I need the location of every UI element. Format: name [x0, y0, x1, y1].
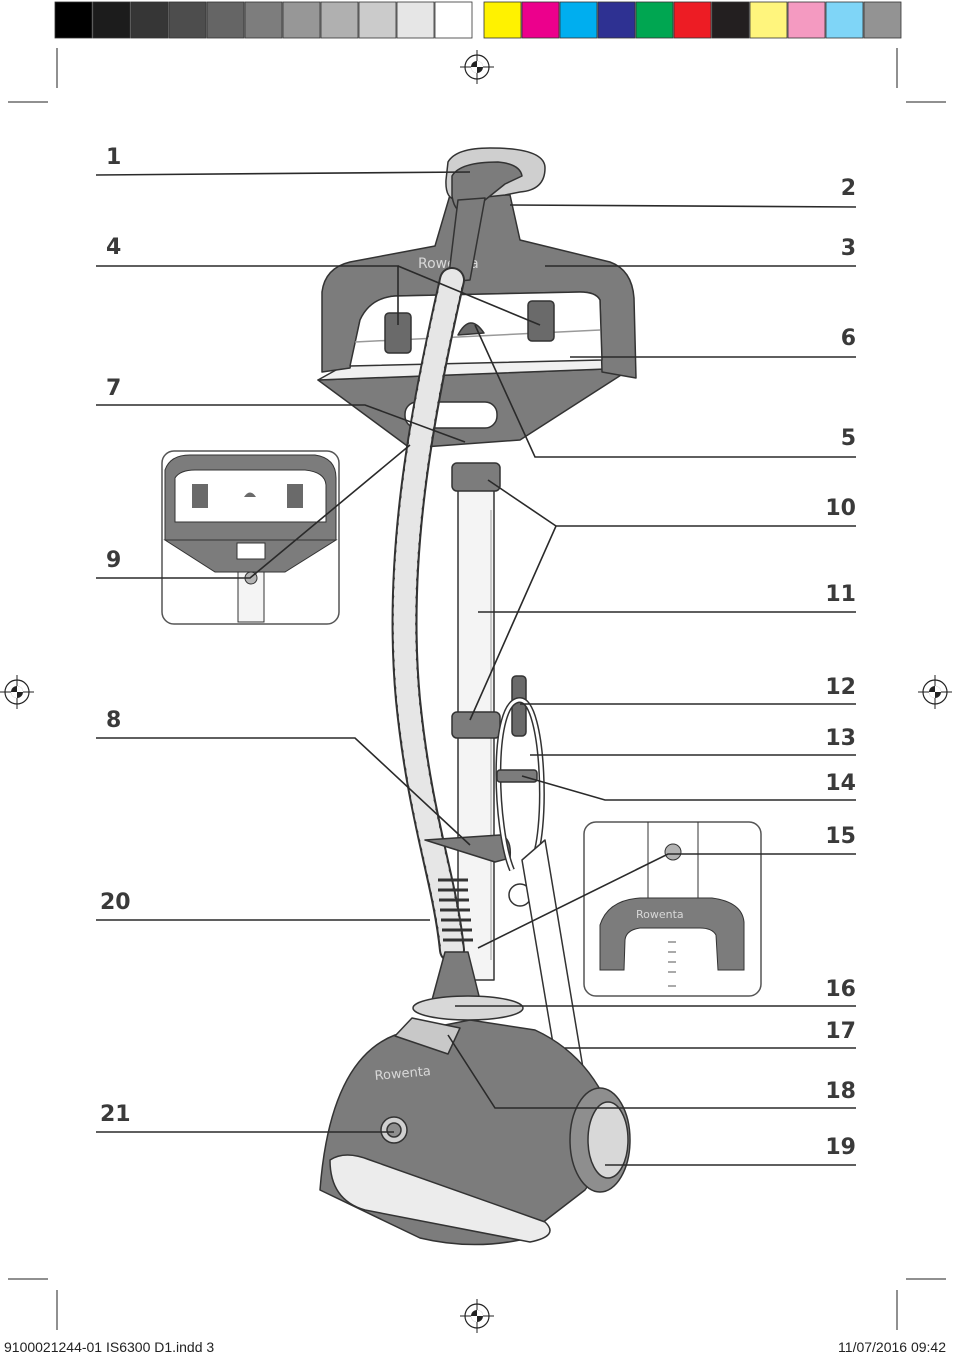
swatch-4	[168, 1, 207, 39]
footer-date: 11/07/2016 09:42	[838, 1339, 946, 1355]
callout-19: 19	[825, 1135, 856, 1160]
callout-5: 5	[841, 426, 856, 451]
swatch-1	[54, 1, 93, 39]
callout-2: 2	[841, 176, 856, 201]
garment-steamer-illustration: Rowenta Rowenta	[317, 147, 637, 1246]
callout-9: 9	[106, 548, 121, 573]
swatch-9	[787, 1, 826, 39]
inset-tank-cap	[664, 843, 682, 861]
tank-collar	[412, 995, 524, 1021]
callout-7: 7	[106, 376, 121, 401]
registration-mark-left	[0, 675, 34, 709]
swatch-6	[244, 1, 283, 39]
swatch-3	[130, 1, 169, 39]
hose-spring	[438, 878, 473, 942]
base-brand-logo: Rowenta	[374, 1064, 431, 1084]
callout-17: 17	[825, 1019, 856, 1044]
inset-brand-logo: Rowenta	[636, 908, 684, 921]
callout-18: 18	[825, 1079, 856, 1104]
swatch-2	[521, 1, 560, 39]
leader-lines	[95, 171, 857, 1166]
swatch-10	[825, 1, 864, 39]
swatch-4	[597, 1, 636, 39]
registration-mark-right	[918, 675, 952, 709]
callout-13: 13	[825, 726, 856, 751]
callout-6: 6	[841, 326, 856, 351]
swatch-5	[635, 1, 674, 39]
swatch-1	[483, 1, 522, 39]
steam-selector	[394, 1017, 461, 1055]
callout-12: 12	[825, 675, 856, 700]
callout-16: 16	[825, 977, 856, 1002]
callout-4: 4	[106, 235, 121, 260]
callout-20: 20	[100, 890, 131, 915]
swatch-9	[358, 1, 397, 39]
swatch-11	[863, 1, 902, 39]
registration-mark-bottom	[460, 1299, 494, 1333]
steam-handle	[447, 197, 486, 283]
callout-15: 15	[825, 824, 856, 849]
inset-hanger-detail	[161, 450, 340, 625]
pole-clip-top	[451, 462, 501, 492]
swatch-7	[711, 1, 750, 39]
swatch-3	[559, 1, 598, 39]
garment-clip-right	[527, 300, 555, 342]
swatch-8	[320, 1, 359, 39]
swatch-7	[282, 1, 321, 39]
callout-8: 8	[106, 708, 121, 733]
callout-3: 3	[841, 236, 856, 261]
color-swatch-bar	[483, 1, 902, 39]
callout-11: 11	[825, 582, 856, 607]
registration-mark-top	[460, 50, 494, 84]
inset-base-detail: Rowenta	[583, 821, 762, 997]
swatch-8	[749, 1, 788, 39]
swatch-2	[92, 1, 131, 39]
crop-marks	[8, 48, 946, 1330]
callout-10: 10	[825, 496, 856, 521]
swatch-10	[396, 1, 435, 39]
pole-clip-middle	[451, 711, 501, 739]
cord-clip	[496, 769, 538, 783]
cord-hook	[511, 675, 527, 737]
callout-21: 21	[100, 1102, 131, 1127]
base-bumper	[329, 1154, 551, 1243]
footer-file-info: 9100021244-01 IS6300 D1.indd 3	[4, 1339, 215, 1355]
callout-14: 14	[825, 771, 856, 796]
callout-labels: 1 2 3 4 5 6 7 8 9 10 11 12 13 14 15 16 1…	[100, 145, 856, 1160]
gray-swatch-bar	[54, 1, 473, 39]
swatch-11	[434, 1, 473, 39]
callout-1: 1	[106, 145, 121, 170]
swatch-5	[206, 1, 245, 39]
swatch-6	[673, 1, 712, 39]
